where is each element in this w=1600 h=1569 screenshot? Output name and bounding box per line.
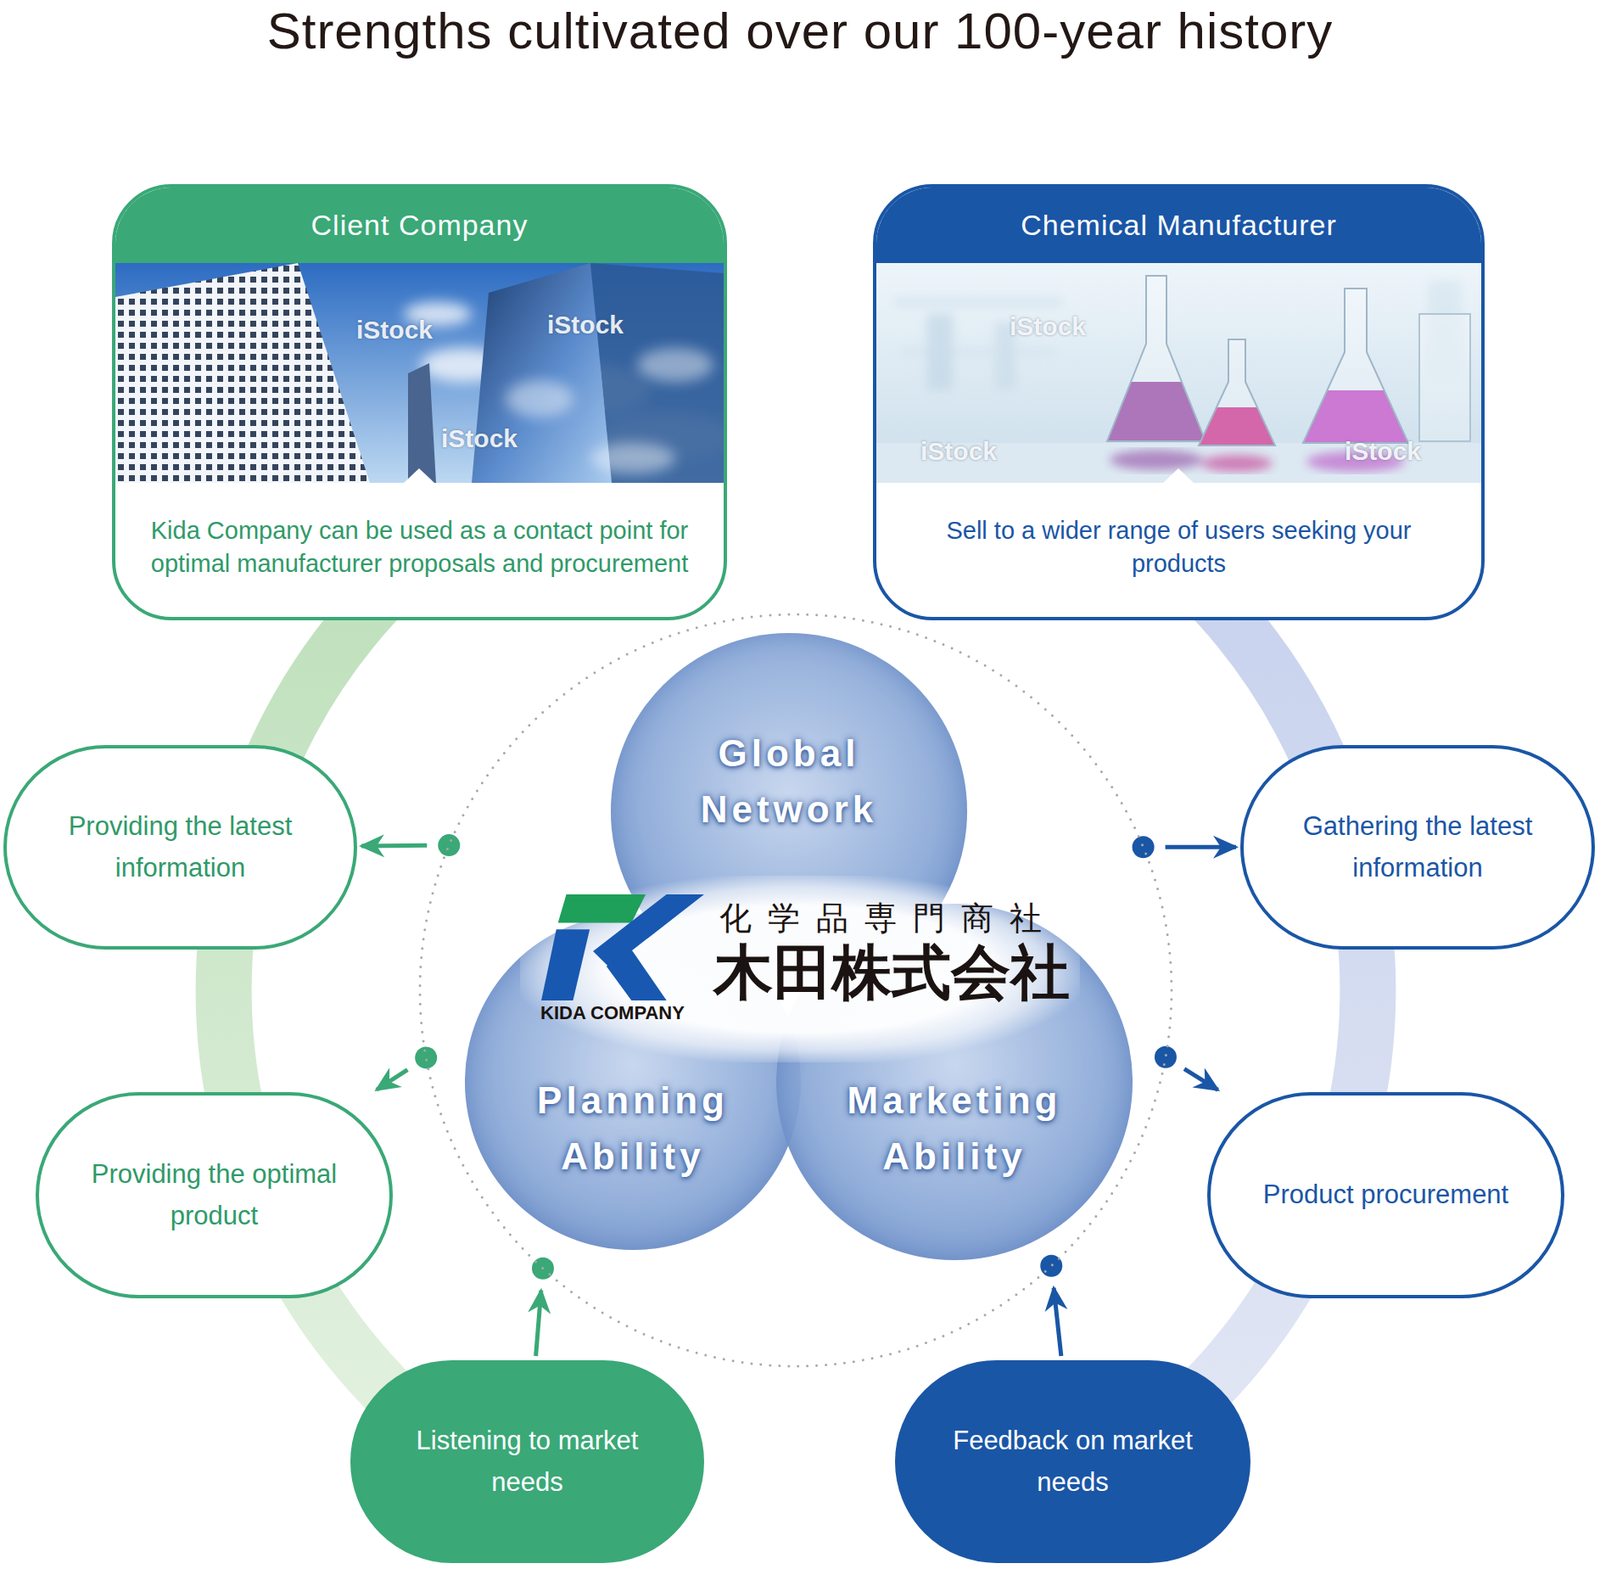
watermark: iStock (1009, 312, 1086, 342)
part-rect (901, 347, 1055, 357)
card-heading: Chemical Manufacturer (876, 187, 1482, 263)
part-path (1303, 288, 1409, 443)
connector-group (531, 1257, 554, 1356)
part-polygon (1163, 468, 1194, 483)
connector-arrow (1053, 1287, 1062, 1356)
edge-dot (1154, 1046, 1177, 1069)
company-hub: 化学品専門商社木田株式会社 KIDA COMPANY Global NetworkP… (418, 612, 1174, 1368)
connector-group (1154, 1046, 1219, 1091)
watermark: iStock (356, 315, 433, 345)
source-pill: Feedback on market needs (895, 1359, 1251, 1563)
connector-arrow (1184, 1068, 1219, 1091)
manufacturer-card: Chemical Manufacturer Sell to a wider ra… (872, 184, 1485, 621)
part-polygon (593, 894, 705, 968)
circle-label: Marketing Ability (831, 1072, 1078, 1185)
card-heading: Client Company (115, 187, 724, 263)
circle-label: Planning Ability (509, 1072, 756, 1185)
logo-text: 木田株式会社 (713, 939, 1070, 1006)
card-body: Sell to a wider range of users seeking y… (876, 482, 1482, 617)
step-pill: Providing the optimal product (35, 1091, 393, 1298)
part-path (1198, 339, 1276, 446)
part-rect (1419, 313, 1471, 442)
watermark: iStock (547, 310, 624, 340)
page-title: Strengths cultivated over our 100-year h… (0, 1, 1600, 62)
pill-label: Product procurement (1263, 1174, 1509, 1215)
part-ellipse (637, 347, 714, 382)
part-polygon (408, 363, 437, 483)
watermark: iStock (1344, 436, 1421, 466)
card-body: Kida Company can be used as a contact po… (115, 482, 724, 617)
part-polygon (115, 262, 370, 483)
watermark: iStock (920, 436, 997, 466)
part-rect (893, 296, 1063, 308)
connector-arrow (376, 1069, 409, 1091)
part-polygon (403, 468, 435, 483)
step-pill: Product procurement (1207, 1091, 1565, 1298)
logo-mark (541, 894, 705, 1001)
part-rect (876, 262, 1482, 483)
part-polygon (541, 928, 590, 1001)
part-rect (927, 313, 953, 391)
buildings-photo (115, 262, 724, 483)
source-pill: Listening to market needs (350, 1359, 705, 1563)
part-rect (115, 262, 724, 483)
connector-group (1132, 835, 1237, 858)
connector-arrow (1165, 844, 1237, 850)
part-ellipse (590, 442, 676, 474)
part-polygon (606, 949, 667, 1001)
part-g (505, 347, 714, 474)
connector-group (361, 833, 460, 856)
logo-wordmark: KIDA COMPANY (540, 1002, 685, 1024)
ring-arc-right (1081, 521, 1368, 1486)
pill-label: Providing the optimal product (67, 1153, 361, 1236)
part-ellipse (1201, 454, 1273, 472)
part-path (1107, 275, 1206, 442)
dotted-circle (419, 614, 1172, 1366)
part-ellipse (505, 380, 574, 418)
edge-dot (414, 1046, 437, 1069)
pill-label: Feedback on market needs (927, 1420, 1219, 1502)
edge-dot (437, 833, 460, 856)
connector-arrow (361, 843, 427, 849)
pill-label: Listening to market needs (382, 1420, 672, 1502)
part-ellipse (1109, 449, 1203, 470)
step-pill: Gathering the latest information (1240, 744, 1595, 950)
client-card: Client Company Kida Company can be used … (111, 184, 728, 621)
pill-label: Gathering the latest information (1272, 805, 1563, 888)
logo-text: 化学品専門商社 (719, 900, 1058, 937)
watermark: iStock (441, 424, 518, 454)
circle-label: Global Network (665, 725, 912, 838)
logo-block: 化学品専門商社木田株式会社 KIDA COMPANY (520, 875, 1080, 1063)
pill-label: Providing the latest information (35, 805, 325, 888)
ring-arc-left (223, 521, 510, 1486)
step-pill: Providing the latest information (3, 744, 358, 950)
part-polygon (558, 894, 646, 923)
edge-dot (1132, 835, 1155, 858)
connector-group (1040, 1254, 1063, 1356)
part-polygon (590, 262, 724, 483)
connector-arrow (536, 1290, 542, 1356)
